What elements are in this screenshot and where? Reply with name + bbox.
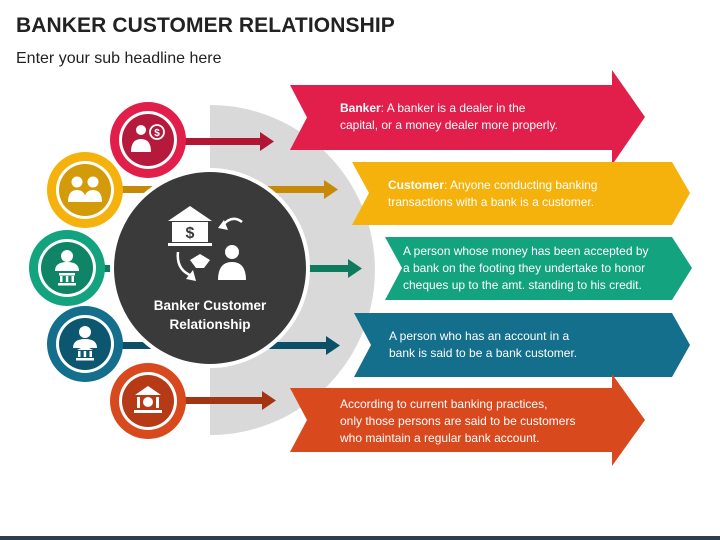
customers-group-icon <box>68 176 102 202</box>
banner-5 <box>290 374 645 466</box>
row-5-line-1: According to current banking practices, <box>340 397 548 411</box>
row-3-line-2: a bank on the footing they undertake to … <box>403 261 646 275</box>
icon-circle-4 <box>47 306 123 382</box>
banner-4 <box>354 313 690 377</box>
row-2-term: Customer <box>388 178 445 192</box>
icon-circle-1: $ <box>110 102 186 178</box>
row-5-line-3: who maintain a regular bank account. <box>340 431 540 445</box>
woman-bank-icon <box>55 250 79 286</box>
row-5-text: According to current banking practices, … <box>340 396 575 447</box>
banner-1 <box>290 70 645 165</box>
row-5-line-2: only those persons are said to be custom… <box>340 414 576 428</box>
icon-circle-2 <box>47 152 123 228</box>
bank-handshake-customer-icon: $ <box>168 206 246 281</box>
man-bank-icon <box>73 326 97 361</box>
banner-2 <box>352 162 690 225</box>
row-4-text: A person who has an account in a bank is… <box>389 328 577 362</box>
connector-5 <box>182 391 276 410</box>
svg-text:$: $ <box>186 225 195 242</box>
row-3-line-3: cheques up to the amt. standing to his c… <box>403 278 642 292</box>
row-1-line-1: : A banker is a dealer in the <box>380 101 526 115</box>
row-3-text: A person whose money has been accepted b… <box>403 243 649 294</box>
row-4-line-1: A person who has an account in a <box>389 329 570 343</box>
banker-money-icon: $ <box>131 124 165 152</box>
icon-circle-3 <box>29 230 105 306</box>
center-label: Banker Customer Relationship <box>134 296 286 334</box>
row-4-line-2: bank is said to be a bank customer. <box>389 346 578 360</box>
footer-bar <box>0 536 720 540</box>
center-circle: $ <box>110 168 310 368</box>
center-label-line1: Banker Customer <box>153 298 267 313</box>
page-subtitle: Enter your sub headline here <box>16 50 222 67</box>
svg-text:$: $ <box>154 128 160 139</box>
center-label-line2: Relationship <box>169 317 251 332</box>
row-2-line-1: : Anyone conducting banking <box>444 178 598 192</box>
row-1-text: Banker: A banker is a dealer in the capi… <box>340 100 558 134</box>
bank-building-icon <box>134 386 162 413</box>
page-title: BANKER CUSTOMER RELATIONSHIP <box>16 14 395 37</box>
banner-3 <box>385 237 692 300</box>
row-2-line-2: transactions with a bank is a customer. <box>388 195 595 209</box>
row-1-line-2: capital, or a money dealer more properly… <box>340 118 558 132</box>
row-2-text: Customer: Anyone conducting banking tran… <box>388 177 597 211</box>
row-1-term: Banker <box>340 101 381 115</box>
row-3-line-1: A person whose money has been accepted b… <box>403 244 649 258</box>
icon-circle-5 <box>110 363 186 439</box>
connector-1 <box>184 132 274 151</box>
